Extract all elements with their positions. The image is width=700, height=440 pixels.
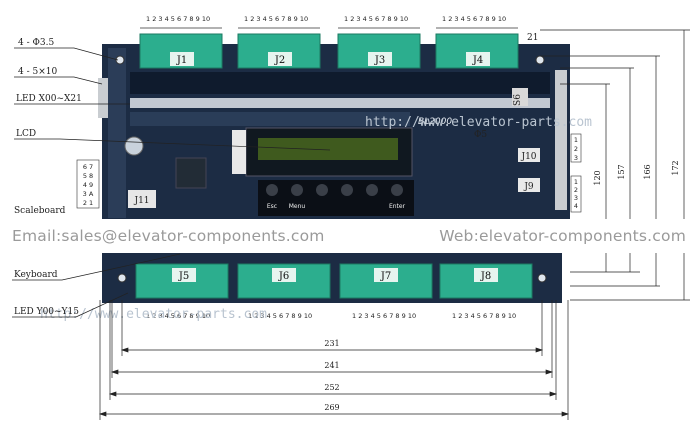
pin-numbers-j3: 1 2 3 4 5 6 7 8 9 10 [344,15,408,23]
connector-j8-label: J8 [480,271,491,282]
key-enter [391,184,403,196]
watermark-top: http://www.elevator-parts.com [365,115,592,130]
key-right [366,184,378,196]
svg-text:1: 1 [574,136,578,144]
side-pins-j10: 1 2 3 [570,133,582,163]
mount-hole-br [537,273,547,283]
label-plate-j1 [170,52,194,66]
lcd-screen [258,138,398,160]
label-mount-hole: 4 - Φ3.5 [18,38,54,48]
pin-numbers-j6: 1 2 3 4 5 6 7 8 9 10 [248,312,312,320]
dim-h-241: 241 [324,361,339,370]
svg-text:3: 3 [574,194,578,202]
connector-j4-label: J4 [472,55,483,66]
horizontal-dimensions [98,300,570,420]
connector-j9 [518,178,540,192]
switch-s6-label: S6 [513,94,523,106]
label-slot: 4 - 5×10 [18,67,57,77]
contact-email[interactable]: Email:sales@elevator-components.com [12,227,325,245]
connector-j11 [128,190,156,208]
label-plate-j3 [368,52,392,66]
label-plate-j4 [466,52,490,66]
keypad: Esc Menu Enter [258,180,414,216]
connector-j2-label: J2 [274,55,285,66]
callout-labels: 4 - Φ3.5 4 - 5×10 LED X00~X21 LCD Scaleb… [12,38,331,318]
label-led-x: LED X00~X21 [16,94,82,104]
connector-j11-label: J11 [133,196,149,206]
connector-j11-pins: 6 7 5 8 4 9 3 A 2 1 [76,159,100,209]
connector-j3-label: J3 [374,55,385,66]
top-pin-numbers: 1 2 3 4 5 6 7 8 9 10 1 2 3 4 5 6 7 8 9 1… [140,15,518,29]
pin-numbers-j1: 1 2 3 4 5 6 7 8 9 10 [146,15,210,23]
connector-j10-label: J10 [520,152,536,162]
connector-21-label: 21 [527,33,538,43]
pin-numbers-j4: 1 2 3 4 5 6 7 8 9 10 [442,15,506,23]
dim-h-269: 269 [324,403,339,412]
mount-hole-tr [535,55,545,65]
switch-s6 [512,88,528,106]
hole-phi5-label: Φ5 [474,130,487,140]
key-esc [266,184,278,196]
key-enter-label: Enter [389,203,406,210]
label-lcd: LCD [16,129,36,139]
label-scaleboard: Scaleboard [14,206,66,216]
connector-j6-label: J6 [278,271,289,282]
dim-h-231: 231 [324,339,339,348]
svg-text:6 7: 6 7 [83,163,93,171]
side-pins-j9: 1 2 3 4 [570,175,582,213]
dim-h-252: 252 [324,383,339,392]
svg-text:3 A: 3 A [83,190,94,198]
pcb-edge-left [108,48,126,218]
label-keyboard: Keyboard [14,270,58,280]
svg-text:2 1: 2 1 [83,199,93,207]
mount-slot-right [555,70,567,210]
svg-text:3: 3 [574,154,578,162]
pin-numbers-j2: 1 2 3 4 5 6 7 8 9 10 [244,15,308,23]
dim-v-120: 120 [593,170,602,185]
key-up [316,184,328,196]
watermark-bottom: http://www.elevator-parts.com [40,307,267,322]
connector-j5-label: J5 [178,271,189,282]
pin-numbers-j8: 1 2 3 4 5 6 7 8 9 10 [452,312,516,320]
dim-v-166: 166 [643,164,652,179]
mcu-chip [175,157,207,189]
contact-web[interactable]: Web:elevator-components.com [439,227,686,245]
board-model-text: BL2000 [418,117,452,127]
connector-j1-label: J1 [176,55,187,66]
led-array-x [130,72,550,126]
contact-banner: Email:sales@elevator-components.com Web:… [0,219,700,253]
connector-j10 [518,148,540,162]
pin-numbers-j5: 1 2 3 4 5 6 7 8 9 10 [146,312,210,320]
bottom-connectors: J5 J6 J7 J8 [135,263,533,299]
key-menu-label: Menu [289,203,306,210]
buzzer [124,136,144,156]
label-led-y: LED Y00~Y15 [14,307,79,317]
mount-slot-left [98,78,108,118]
pin-numbers-j7: 1 2 3 4 5 6 7 8 9 10 [352,312,416,320]
svg-text:5 8: 5 8 [83,172,93,180]
key-esc-label: Esc [267,203,277,210]
svg-text:1: 1 [574,178,578,186]
mount-hole-tl [115,55,125,65]
label-plate-j2 [268,52,292,66]
lcd-connector [232,130,246,174]
bottom-pin-numbers: 1 2 3 4 5 6 7 8 9 10 1 2 3 4 5 6 7 8 9 1… [146,312,516,320]
key-down [341,184,353,196]
key-menu [291,184,303,196]
top-connectors: J1 J2 J3 J4 [139,33,519,69]
dim-v-172: 172 [671,160,680,175]
svg-text:4 9: 4 9 [83,181,93,189]
svg-text:2: 2 [574,186,578,194]
svg-text:4: 4 [574,202,578,210]
dim-v-157: 157 [617,164,626,179]
connector-j9-label: J9 [523,182,534,192]
vertical-dimensions [540,29,690,301]
svg-text:2: 2 [574,145,578,153]
mount-hole-bl [117,273,127,283]
connector-j7-label: J7 [380,271,391,282]
